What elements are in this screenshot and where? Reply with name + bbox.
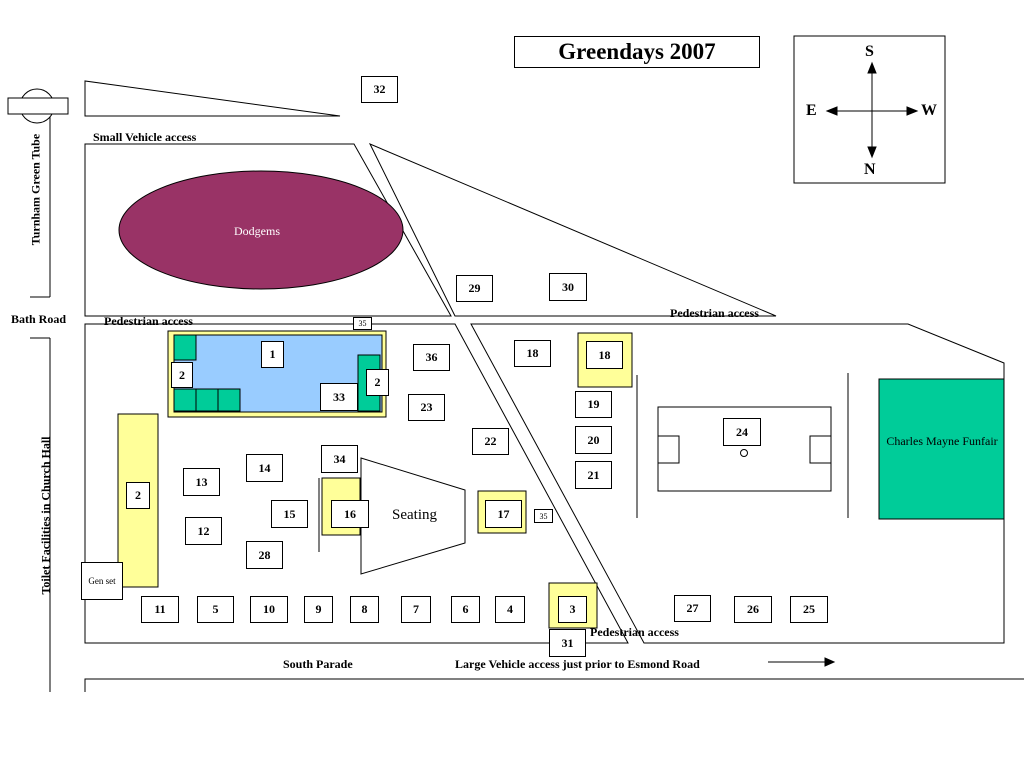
plot-1: 1	[261, 341, 284, 368]
plot-27: 27	[674, 595, 711, 622]
plot-18-west: 18	[514, 340, 551, 367]
plot-21: 21	[575, 461, 612, 489]
plot-2-west: 2	[126, 482, 150, 509]
top-wedge	[84, 80, 341, 117]
seating-area	[360, 457, 466, 575]
plot-33: 33	[320, 383, 358, 411]
plot-12: 12	[185, 517, 222, 545]
plot-2-pool-west: 2	[171, 362, 193, 388]
plot-15: 15	[271, 500, 308, 528]
plot-11: 11	[141, 596, 179, 623]
compass-box	[793, 35, 946, 184]
plot-17: 17	[485, 500, 522, 528]
seating-label: Seating	[392, 507, 437, 523]
plot-7: 7	[401, 596, 431, 623]
dodgems-label: Dodgems	[234, 224, 280, 238]
funfair-label: Charles Mayne Funfair	[886, 434, 998, 448]
plot-31: 31	[549, 629, 586, 657]
plot-24: 24	[723, 418, 761, 446]
plot-28: 28	[246, 541, 283, 569]
pedestrian-access-west-label: Pedestrian access	[104, 314, 193, 328]
plot-20: 20	[575, 426, 612, 454]
pedestrian-access-south-label: Pedestrian access	[590, 625, 679, 639]
plot-4: 4	[495, 596, 525, 623]
plot-35-north: 35	[353, 317, 372, 330]
plot-2-pool-east: 2	[366, 369, 389, 396]
plot-8: 8	[350, 596, 379, 623]
toilets-label: Toilet Facilities in Church Hall	[38, 436, 53, 595]
plot-6: 6	[451, 596, 480, 623]
plot-19: 19	[575, 391, 612, 418]
compass-east: E	[806, 102, 817, 119]
plot-32: 32	[361, 76, 398, 103]
north-east-field	[368, 143, 777, 317]
plot-14: 14	[246, 454, 283, 482]
road-edge	[84, 678, 1024, 692]
plot-18-east: 18	[586, 341, 623, 369]
plot-25: 25	[790, 596, 828, 623]
plot-34: 34	[321, 445, 358, 473]
plot-36: 36	[413, 344, 450, 371]
plot-10: 10	[250, 596, 288, 623]
turnham-green-label: Turnham Green Tube	[28, 133, 43, 246]
football-pitch	[657, 406, 832, 492]
plot-3: 3	[558, 596, 587, 623]
bath-road-label: Bath Road	[11, 312, 67, 326]
large-vehicle-label: Large Vehicle access just prior to Esmon…	[455, 657, 700, 671]
plot-23: 23	[408, 394, 445, 421]
plot-35-south: 35	[534, 509, 553, 523]
pedestrian-access-east-label: Pedestrian access	[670, 306, 759, 320]
arrow-right-icon	[768, 657, 836, 667]
plot-22: 22	[472, 428, 509, 455]
plot-13: 13	[183, 468, 220, 496]
compass-west: W	[921, 102, 937, 119]
plot-26: 26	[734, 596, 772, 623]
map-title: Greendays 2007	[514, 36, 760, 68]
plot-5: 5	[197, 596, 234, 623]
plot-9: 9	[304, 596, 333, 623]
plot-16: 16	[331, 500, 369, 528]
funfair-area	[878, 378, 1005, 520]
south-parade-label: South Parade	[283, 657, 353, 671]
dodgems-area	[118, 170, 404, 290]
compass-arrows-icon	[825, 61, 919, 159]
gen-set-box: Gen set	[81, 562, 123, 600]
plot-30: 30	[549, 273, 587, 301]
compass-north: N	[864, 161, 876, 178]
plot-29: 29	[456, 275, 493, 302]
tube-roundel-icon	[7, 88, 69, 124]
compass-south: S	[865, 43, 874, 60]
small-vehicle-access-label: Small Vehicle access	[93, 130, 197, 144]
